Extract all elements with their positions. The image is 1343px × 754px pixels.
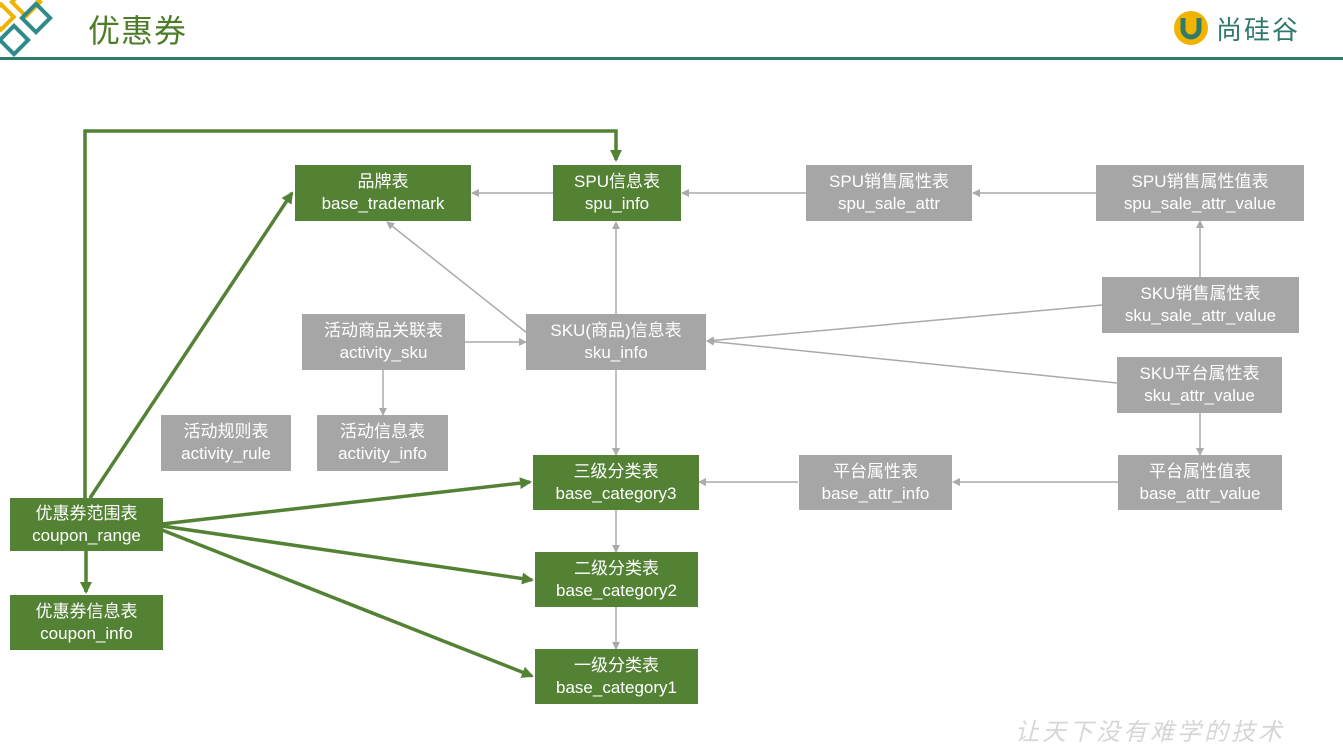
node-label-cn: 优惠券范围表	[35, 503, 138, 523]
brand-u-icon: U	[1174, 11, 1208, 45]
node-coupon-range: 优惠券范围表 coupon_range	[10, 498, 163, 551]
node-label-en: sku_attr_value	[1144, 386, 1255, 405]
node-label-cn: 活动信息表	[340, 422, 425, 441]
node-base-category1: 一级分类表 base_category1	[535, 649, 698, 704]
edge-skuattr-to-sku	[706, 337, 1118, 384]
edge-couponrange-to-spu	[83, 129, 622, 498]
node-activity-sku: 活动商品关联表 activity_sku	[302, 314, 465, 370]
node-label-cn: 二级分类表	[574, 558, 659, 578]
node-label-cn: 活动商品关联表	[324, 321, 443, 340]
node-label-en: coupon_range	[32, 525, 141, 545]
node-label-en: spu_info	[584, 194, 650, 213]
node-label-cn: 活动规则表	[183, 422, 269, 441]
node-label-cn: SPU销售属性值表	[1131, 172, 1269, 191]
edge-couponrange-to-category2	[161, 524, 534, 585]
node-label-cn: SPU信息表	[574, 172, 660, 191]
brand-name: 尚硅谷	[1216, 15, 1301, 46]
footer-slogan: 让天下没有难学的技术	[1015, 718, 1285, 746]
header-divider	[0, 57, 1343, 60]
node-coupon-info: 优惠券信息表 coupon_info	[10, 595, 163, 650]
node-base-category3: 三级分类表 base_category3	[533, 455, 699, 510]
node-label-cn: 一级分类表	[574, 655, 659, 675]
node-label-en: base_trademark	[321, 194, 445, 213]
node-label-cn: SKU(商品)信息表	[550, 321, 682, 340]
node-sku-info: SKU(商品)信息表 sku_info	[526, 314, 706, 370]
node-label-en: sku_info	[584, 343, 648, 362]
node-label-cn: SKU销售属性表	[1140, 284, 1261, 303]
node-label-en: base_attr_info	[821, 483, 930, 503]
node-label-en: activity_info	[338, 444, 427, 463]
corner-diamond-logo	[0, 0, 53, 57]
node-sku-sale-attr-value: SKU销售属性表 sku_sale_attr_value	[1102, 277, 1299, 333]
node-base-attr-value: 平台属性值表 base_attr_value	[1118, 455, 1282, 510]
node-label-cn: 品牌表	[357, 172, 409, 191]
edge-sku-to-trademark	[386, 221, 528, 334]
node-base-category2: 二级分类表 base_category2	[535, 552, 698, 607]
node-label-en: base_category2	[556, 580, 677, 600]
edge-couponrange-to-trademark	[88, 191, 294, 499]
edge-skusaleattr-to-sku	[706, 304, 1103, 345]
node-activity-rule: 活动规则表 activity_rule	[161, 415, 291, 471]
edge-couponrange-to-category1	[161, 528, 534, 678]
node-label-en: spu_sale_attr	[837, 194, 941, 213]
node-label-en: activity_rule	[181, 444, 271, 463]
node-sku-attr-value: SKU平台属性表 sku_attr_value	[1117, 357, 1282, 413]
node-label-cn: 三级分类表	[573, 461, 659, 481]
node-label-cn: SPU销售属性表	[829, 172, 949, 191]
node-label-en: spu_sale_attr_value	[1123, 194, 1277, 213]
node-label-cn: 平台属性值表	[1149, 461, 1251, 481]
node-spu-sale-attr-value: SPU销售属性值表 spu_sale_attr_value	[1096, 165, 1304, 221]
node-activity-info: 活动信息表 activity_info	[317, 415, 448, 471]
node-spu-info: SPU信息表 spu_info	[553, 165, 681, 221]
brand-logo: U 尚硅谷	[1172, 8, 1300, 48]
node-label-cn: SKU平台属性表	[1139, 364, 1260, 383]
node-base-attr-info: 平台属性表 base_attr_info	[799, 455, 952, 510]
node-base-trademark: 品牌表 base_trademark	[295, 165, 471, 221]
node-label-en: base_category3	[555, 483, 677, 503]
node-label-en: sku_sale_attr_value	[1124, 306, 1277, 325]
node-spu-sale-attr: SPU销售属性表 spu_sale_attr	[806, 165, 972, 221]
node-label-en: base_category1	[556, 677, 677, 697]
page-title: 优惠券	[88, 12, 188, 50]
edge-couponrange-to-category3	[161, 477, 532, 526]
node-label-cn: 平台属性表	[833, 461, 918, 481]
node-label-en: base_attr_value	[1139, 483, 1261, 503]
node-label-en: coupon_info	[40, 623, 133, 643]
node-label-cn: 优惠券信息表	[35, 601, 138, 621]
node-label-en: activity_sku	[339, 343, 428, 362]
